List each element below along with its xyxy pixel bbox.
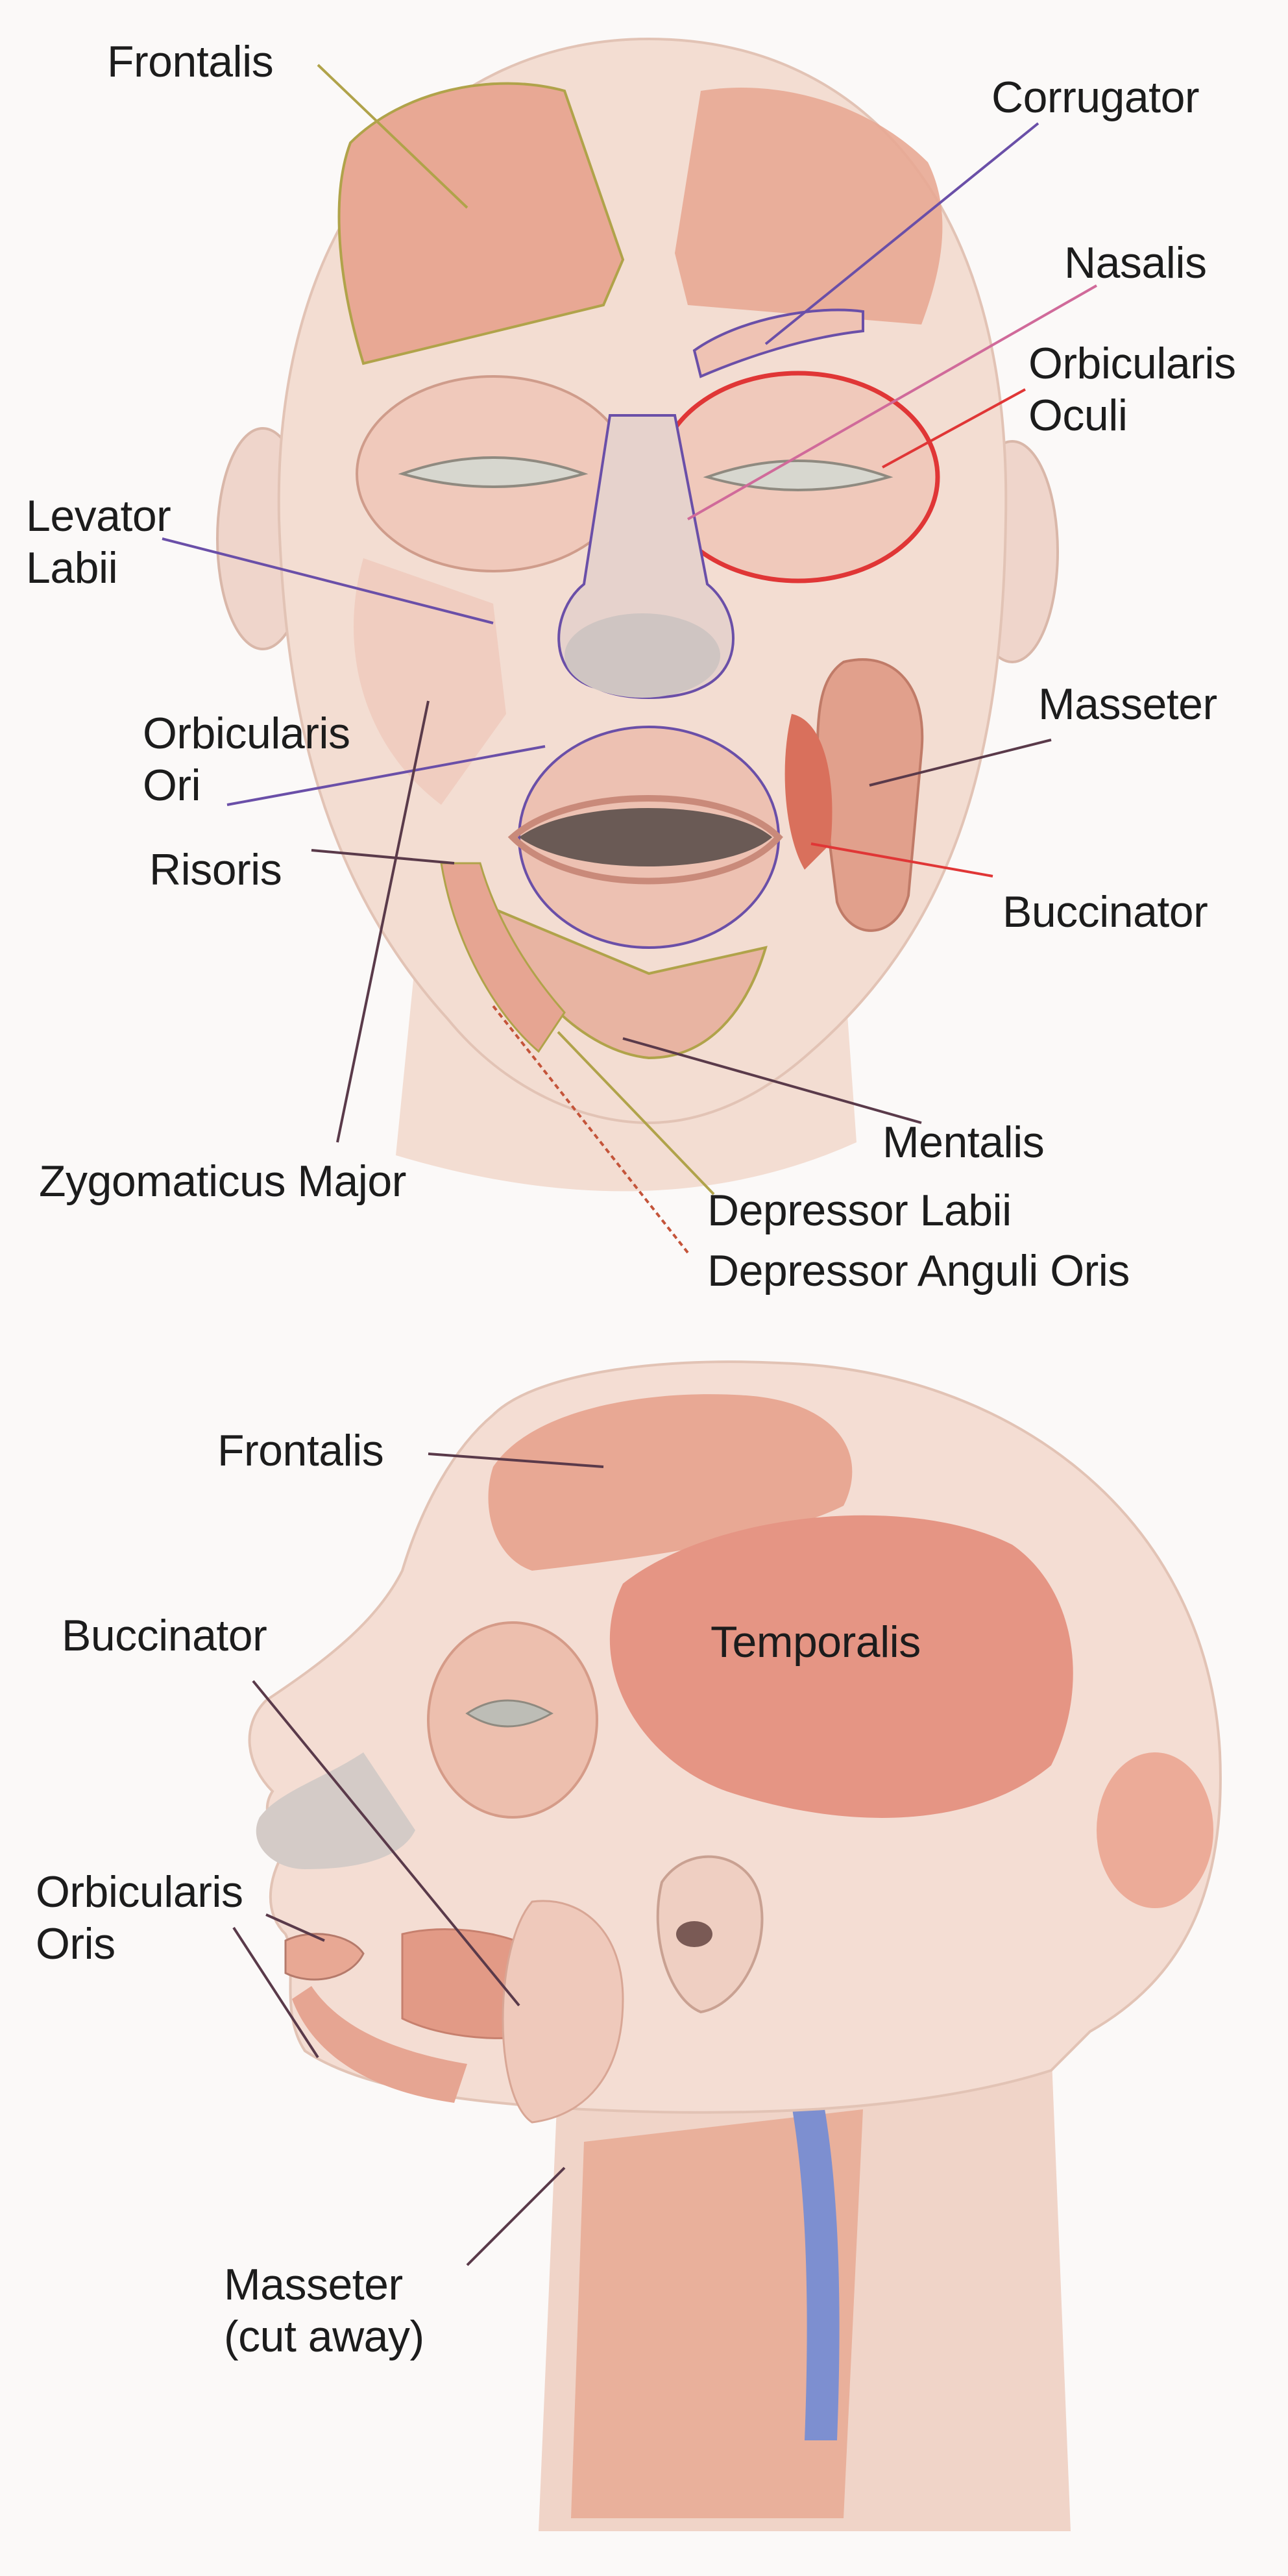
side-ear-canal: [676, 1921, 712, 1947]
label-mentalis: Mentalis: [882, 1116, 1044, 1168]
label-buccinator: Buccinator: [1002, 886, 1208, 938]
side-occipital-muscle: [1097, 1752, 1213, 1908]
front-head-illustration: [217, 39, 1058, 1191]
label-corrugator: Corrugator: [991, 71, 1199, 123]
label-side-frontalis: Frontalis: [217, 1425, 383, 1477]
label-side-masseter: Masseter (cut away): [224, 2259, 424, 2362]
label-nasalis: Nasalis: [1064, 237, 1206, 289]
frontalis-right: [675, 88, 942, 325]
label-side-orbicularis-oris: Orbicularis Oris: [36, 1866, 243, 1970]
leader-side-masseter: [467, 2168, 565, 2265]
nose-tip: [565, 613, 720, 698]
label-risoris: Risoris: [149, 844, 282, 896]
label-depressor-labii: Depressor Labii: [707, 1184, 1012, 1236]
label-orbicularis-oculi: Orbicularis Oculi: [1028, 337, 1235, 441]
label-side-buccinator: Buccinator: [62, 1610, 267, 1662]
label-zygomaticus-major: Zygomaticus Major: [39, 1155, 406, 1207]
label-frontalis: Frontalis: [107, 36, 273, 88]
label-levator-labii: Levator Labii: [26, 490, 171, 594]
label-masseter: Masseter: [1038, 678, 1217, 730]
label-side-temporalis: Temporalis: [711, 1616, 921, 1668]
label-orbicularis-ori: Orbicularis Ori: [143, 707, 350, 811]
label-depressor-anguli-oris: Depressor Anguli Oris: [707, 1245, 1130, 1297]
